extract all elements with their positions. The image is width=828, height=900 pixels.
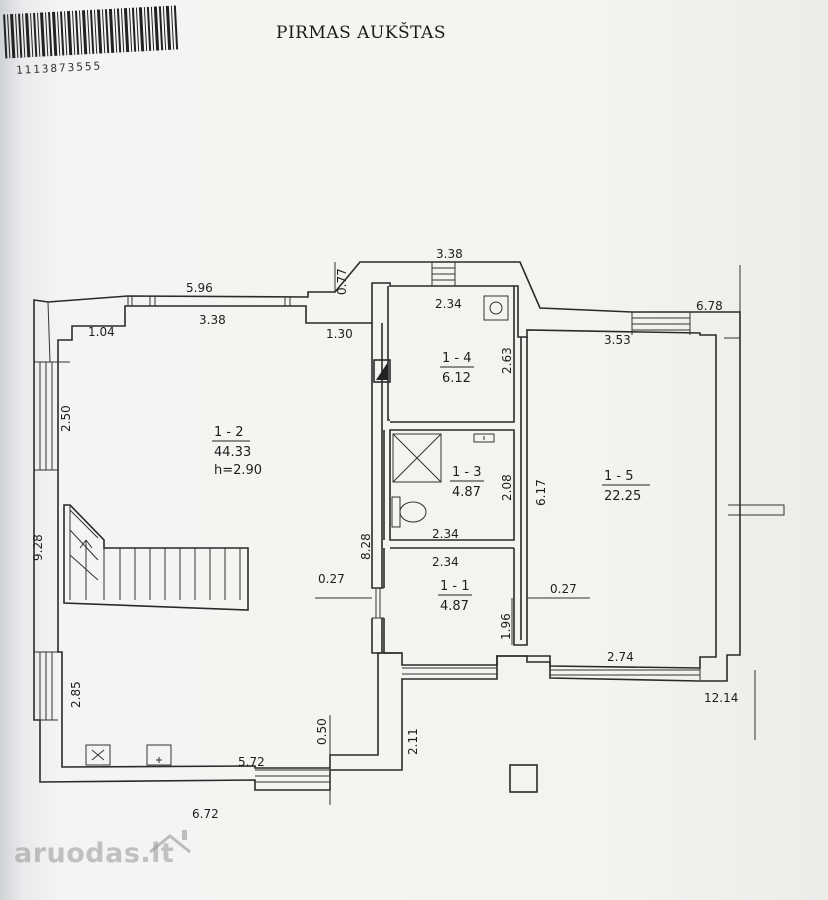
- room-area: 22.25: [604, 489, 641, 504]
- room-id: 1 - 1: [440, 579, 470, 594]
- dim-label: 6.78: [696, 299, 723, 313]
- dim-label: 2.11: [406, 728, 420, 755]
- room-1-3-label: 1 - 3 4.87: [450, 465, 484, 500]
- barcode-number: 1113873555: [16, 59, 103, 76]
- windows: [34, 262, 700, 783]
- dim-label: 2.34: [432, 555, 459, 569]
- dim-label: 0.77: [335, 268, 349, 295]
- dimension-labels: 3.38 0.77 5.96 6.78 1.04 3.38 1.30 2.34 …: [31, 247, 738, 821]
- room-area: 6.12: [442, 371, 471, 386]
- room-area: 4.87: [452, 485, 481, 500]
- room-1-4-label: 1 - 4 6.12: [440, 351, 474, 386]
- dim-label: 1.30: [326, 327, 353, 341]
- dim-label: 2.34: [435, 297, 462, 311]
- dim-label: 9.28: [31, 534, 45, 561]
- barcode: 1113873555: [3, 5, 179, 77]
- room-area: 44.33: [214, 445, 251, 460]
- dim-label: 2.08: [500, 474, 514, 501]
- dim-label: 3.38: [199, 313, 226, 327]
- dim-label: 0.50: [315, 718, 329, 745]
- dim-label: 0.27: [550, 582, 577, 596]
- dim-label: 3.53: [604, 333, 631, 347]
- watermark: aruodas.lt: [14, 838, 175, 869]
- dim-label: 1.04: [88, 325, 115, 339]
- dim-label: 6.72: [192, 807, 219, 821]
- dim-label: 2.63: [500, 347, 514, 374]
- room-1-2-label: 1 - 2 44.33 h=2.90: [212, 425, 262, 478]
- room-id: 1 - 2: [214, 425, 244, 440]
- room-1-1-label: 1 - 1 4.87: [438, 579, 472, 614]
- dim-label: 3.38: [436, 247, 463, 261]
- room-id: 1 - 3: [452, 465, 482, 480]
- dim-label: 2.74: [607, 650, 634, 664]
- fixtures: [85, 295, 509, 766]
- floor-title: PIRMAS AUKŠTAS: [276, 22, 446, 43]
- staircase: [63, 504, 249, 611]
- dim-label: 12.14: [704, 691, 738, 705]
- dim-label: 2.50: [59, 405, 73, 432]
- dim-label: 1.96: [499, 613, 513, 640]
- room-height: h=2.90: [214, 463, 262, 478]
- walls: [33, 261, 785, 793]
- room-1-5-label: 1 - 5 22.25: [602, 469, 650, 504]
- room-id: 1 - 5: [604, 469, 634, 484]
- watermark-house-icon: [149, 830, 191, 854]
- dim-label: 2.34: [432, 527, 459, 541]
- dim-label: 6.17: [534, 479, 548, 506]
- dim-label: 0.27: [318, 572, 345, 586]
- dim-label: 2.85: [69, 681, 83, 708]
- dim-label: 8.28: [359, 533, 373, 560]
- dim-label: 5.72: [238, 755, 265, 769]
- room-id: 1 - 4: [442, 351, 472, 366]
- dim-label: 5.96: [186, 281, 213, 295]
- dimension-lines: [315, 262, 741, 805]
- room-area: 4.87: [440, 599, 469, 614]
